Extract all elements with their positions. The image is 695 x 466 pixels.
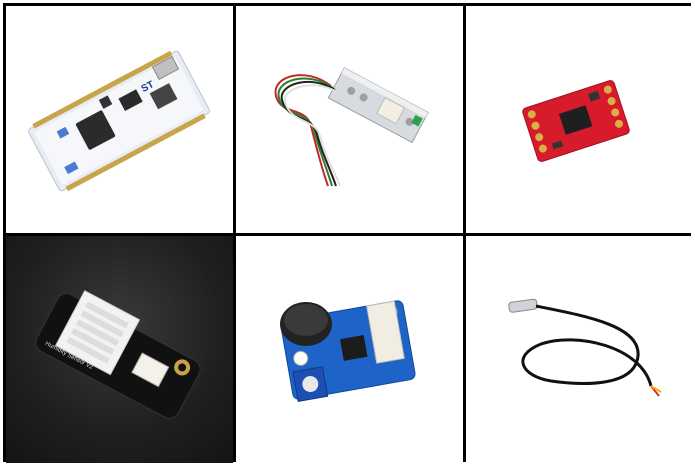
humidity-sensor-image: Humidity Sensor V2 (35, 290, 201, 419)
product-tile-hx711-board[interactable] (466, 6, 694, 233)
product-tile-temperature-probe[interactable] (466, 236, 694, 463)
product-tile-sound-sensor[interactable] (236, 236, 463, 463)
product-tile-load-cell[interactable] (236, 6, 463, 233)
load-cell-image (274, 67, 429, 187)
product-image-grid: ST (3, 3, 694, 463)
st-logo-text: ST (140, 79, 156, 95)
hx711-board-image (522, 80, 630, 162)
sound-sensor-image (280, 300, 416, 403)
product-tile-nucleo-board[interactable]: ST (6, 6, 233, 233)
nucleo-board-image: ST (28, 50, 210, 192)
product-tile-humidity-sensor[interactable]: Humidity Sensor V2 (6, 236, 233, 463)
temperature-probe-image (508, 298, 662, 397)
